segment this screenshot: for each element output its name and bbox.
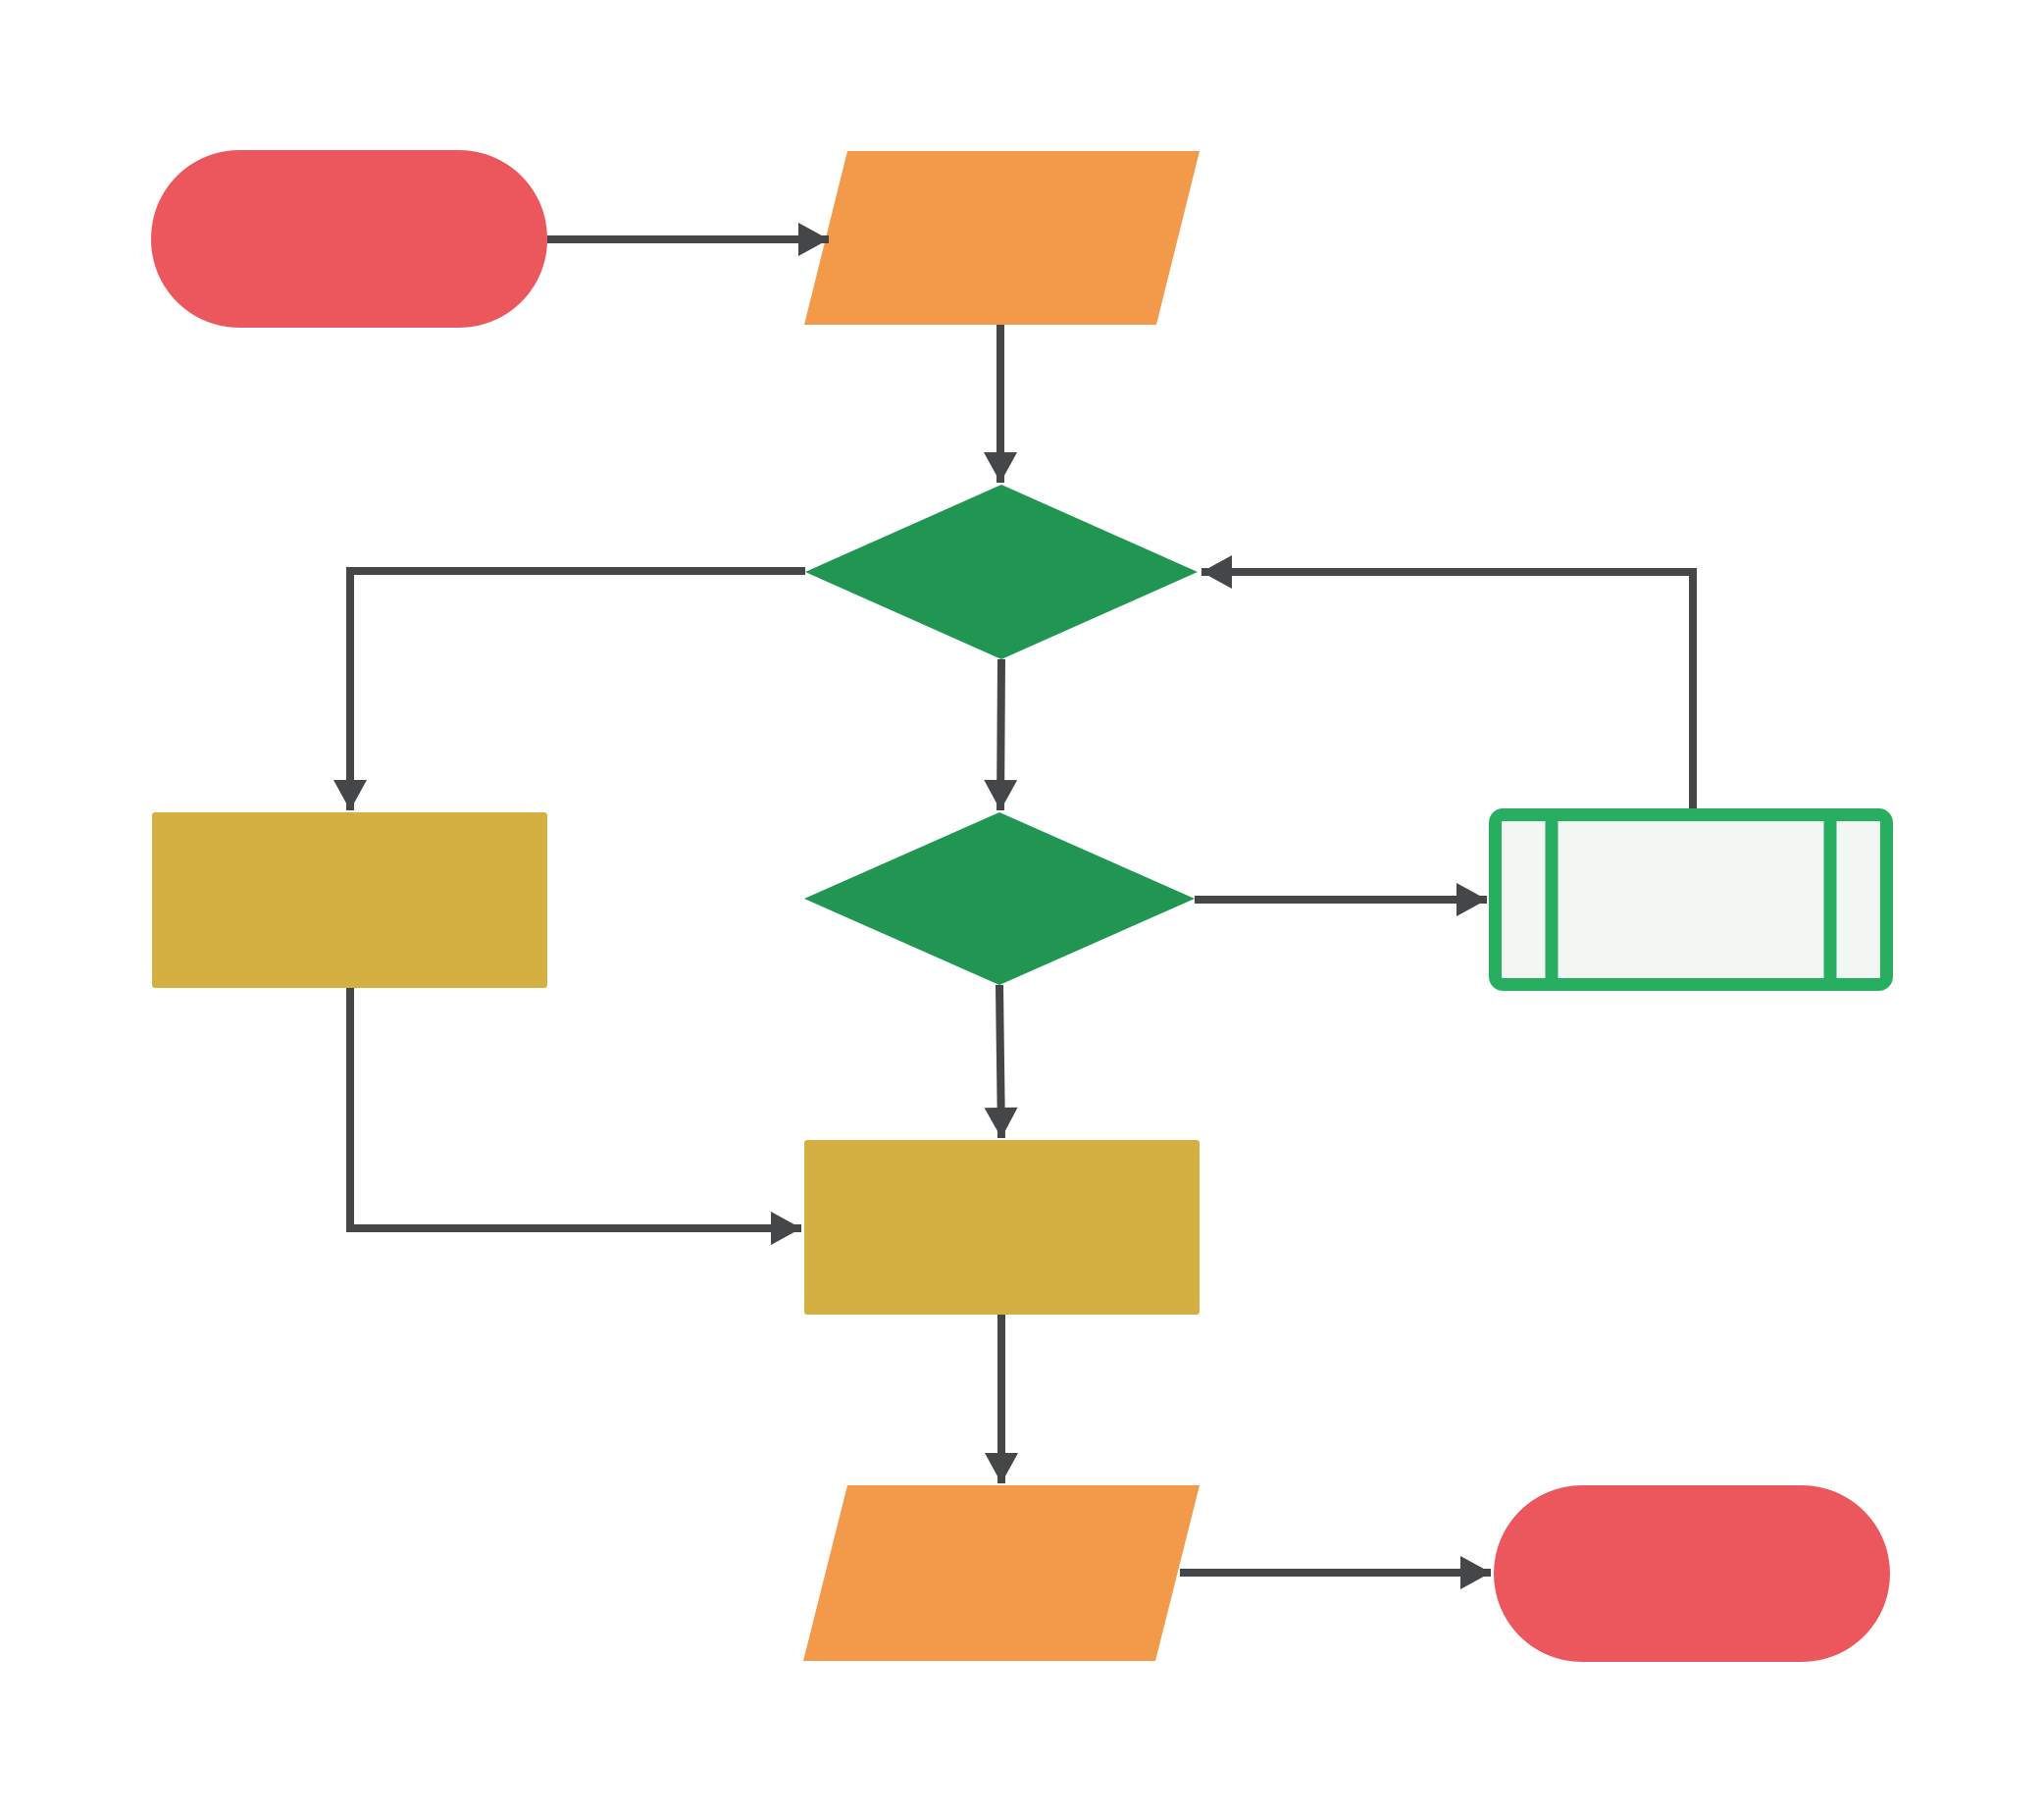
edge-decision-2-to-process-center: [984, 984, 1018, 1139]
start-terminator-node: [151, 150, 547, 328]
end-terminator-node: [1494, 1485, 1890, 1662]
edge-decision-1-to-decision-2: [984, 658, 1018, 811]
decision-2-node: [804, 812, 1195, 985]
predefined-process-outline: [1489, 808, 1893, 991]
edge-predefined-to-decision-1: [1201, 555, 1697, 808]
decision-1-node: [805, 485, 1198, 659]
predefined-process-node: [1489, 808, 1893, 991]
connectors-layer: [333, 223, 1697, 1589]
input-parallelogram-node: [804, 151, 1200, 325]
nodes-layer: [151, 150, 1893, 1662]
output-parallelogram-node: [803, 1485, 1200, 1661]
edge-decision-1-to-process-left: [333, 567, 805, 810]
process-left-node: [152, 812, 547, 988]
process-center-node: [804, 1140, 1200, 1315]
edge-process-left-to-process-center: [346, 988, 801, 1245]
